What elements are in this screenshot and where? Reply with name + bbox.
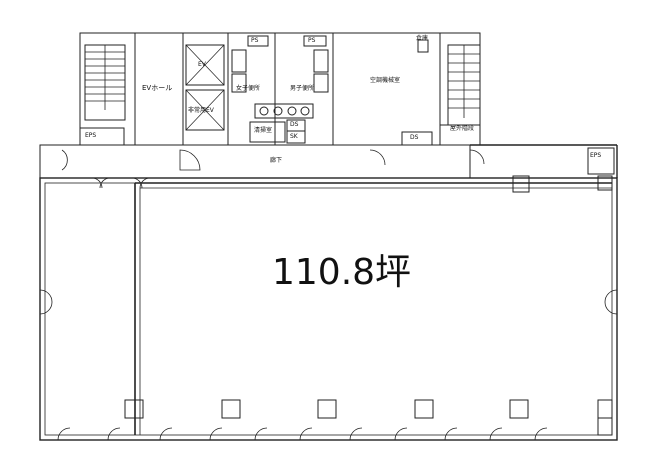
corridor-label: 廊下 [270,157,283,164]
corridor [39,144,471,179]
sk-label: SK [290,133,298,140]
door-swings [39,149,618,441]
cleaning-room-label: 清掃室 [254,127,273,134]
ev-label: EV [198,61,206,68]
ps-label-2: PS [308,37,316,44]
ps-label-1: PS [251,37,259,44]
wc-fixture [313,73,329,93]
ps-box-2 [303,35,327,47]
emergency-ev-shaft [185,89,225,131]
womens-toilet-label: 女子便所 [236,85,261,92]
cleaning-room-box [249,121,286,143]
ds-label-2: DS [410,134,419,141]
wc-fixture [313,49,329,73]
machine-fixture [417,39,429,53]
wc-fixture [231,73,247,93]
mens-toilet-label: 男子便所 [290,85,315,92]
core-outline [79,32,481,146]
outdoor-stairs-label: 屋外階段 [450,125,475,132]
small-room-label: 倉庫 [416,35,429,42]
eps-right-label: EPS [590,152,602,159]
ev-hall-label: EVホール [142,84,173,92]
right-stair-treads [448,45,480,118]
columns [124,175,613,436]
inner-partition [134,182,612,435]
eps-right-room [587,147,615,175]
area-label: 110.8坪 [272,252,412,293]
ds-label-1: DS [290,121,299,128]
ps-box-1 [247,35,269,47]
ev-shaft [185,44,225,86]
machine-room-label: 空調機械室 [370,77,401,84]
emergency-ev-label: 非常用EV [188,107,214,114]
eps-left-label: EPS [85,132,97,139]
wc-fixture [231,49,247,73]
left-stair-treads [85,45,125,110]
sink-counter [254,103,314,119]
sk-box [286,130,306,144]
